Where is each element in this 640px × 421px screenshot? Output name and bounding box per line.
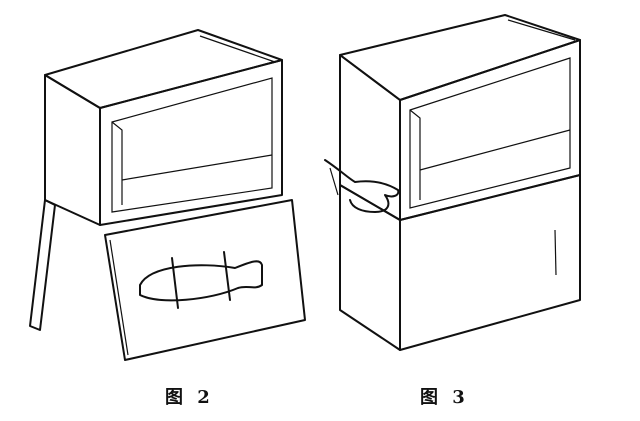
- cabinet-box: [339, 14, 581, 221]
- bag-with-ties: [139, 251, 263, 309]
- cabinet-box: [44, 29, 283, 226]
- figure-3-caption: 图 3: [420, 387, 469, 408]
- lower-cabinet: [339, 174, 581, 351]
- figure-2-caption: 图 2: [165, 387, 214, 408]
- front-panel: [104, 199, 306, 361]
- hand: [324, 159, 400, 213]
- support-leg: [29, 199, 56, 331]
